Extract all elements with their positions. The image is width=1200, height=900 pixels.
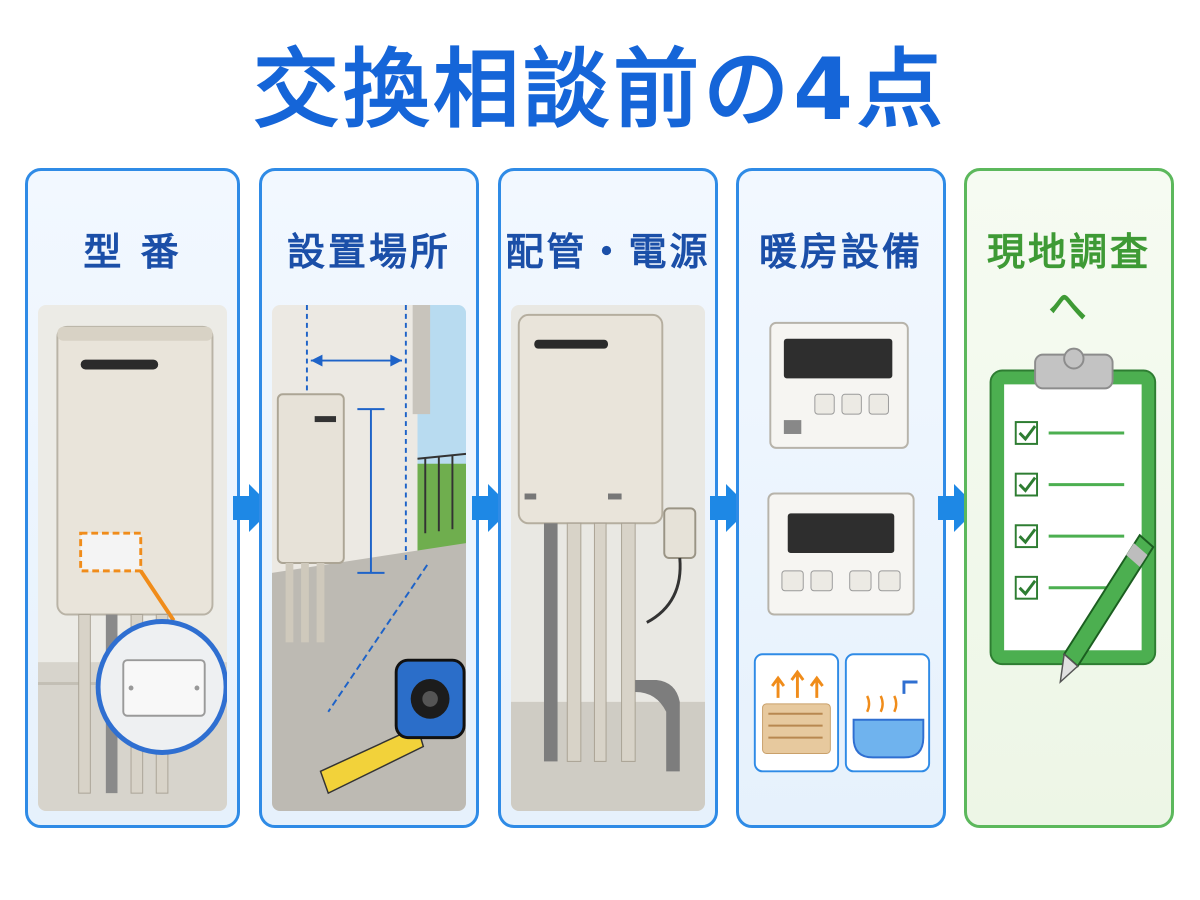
floor-heating-icon (753, 653, 840, 773)
panel-piping-power: 配管・電源 (498, 168, 718, 828)
panel-label-site-survey: 現地調査へ (986, 230, 1151, 329)
panel-label-installation-location: 設置場所 (286, 230, 451, 274)
tape-measure-icon (272, 305, 466, 811)
water-heater-icon (38, 305, 227, 811)
pen-icon (1059, 533, 1155, 684)
outlet-icon (646, 507, 697, 624)
pipe-icon (511, 305, 705, 811)
panel-label-model-number: 型 番 (83, 230, 182, 274)
panel-site-survey: 現地調査へ (964, 168, 1174, 828)
panel-heating-equipment: 暖房設備 (736, 168, 946, 828)
check-icon (1014, 421, 1039, 600)
remote-controller-icon (749, 305, 933, 811)
panel-model-number: 型 番 (25, 168, 240, 828)
bathtub-icon (844, 653, 931, 773)
clipboard-checklist-icon (977, 305, 1161, 811)
panel-installation-location: 設置場所 (259, 168, 479, 828)
panel-label-piping-power: 配管・電源 (505, 230, 711, 274)
main-title: 交換相談前の4点 (253, 40, 947, 140)
panel-label-heating-equipment: 暖房設備 (758, 230, 923, 274)
